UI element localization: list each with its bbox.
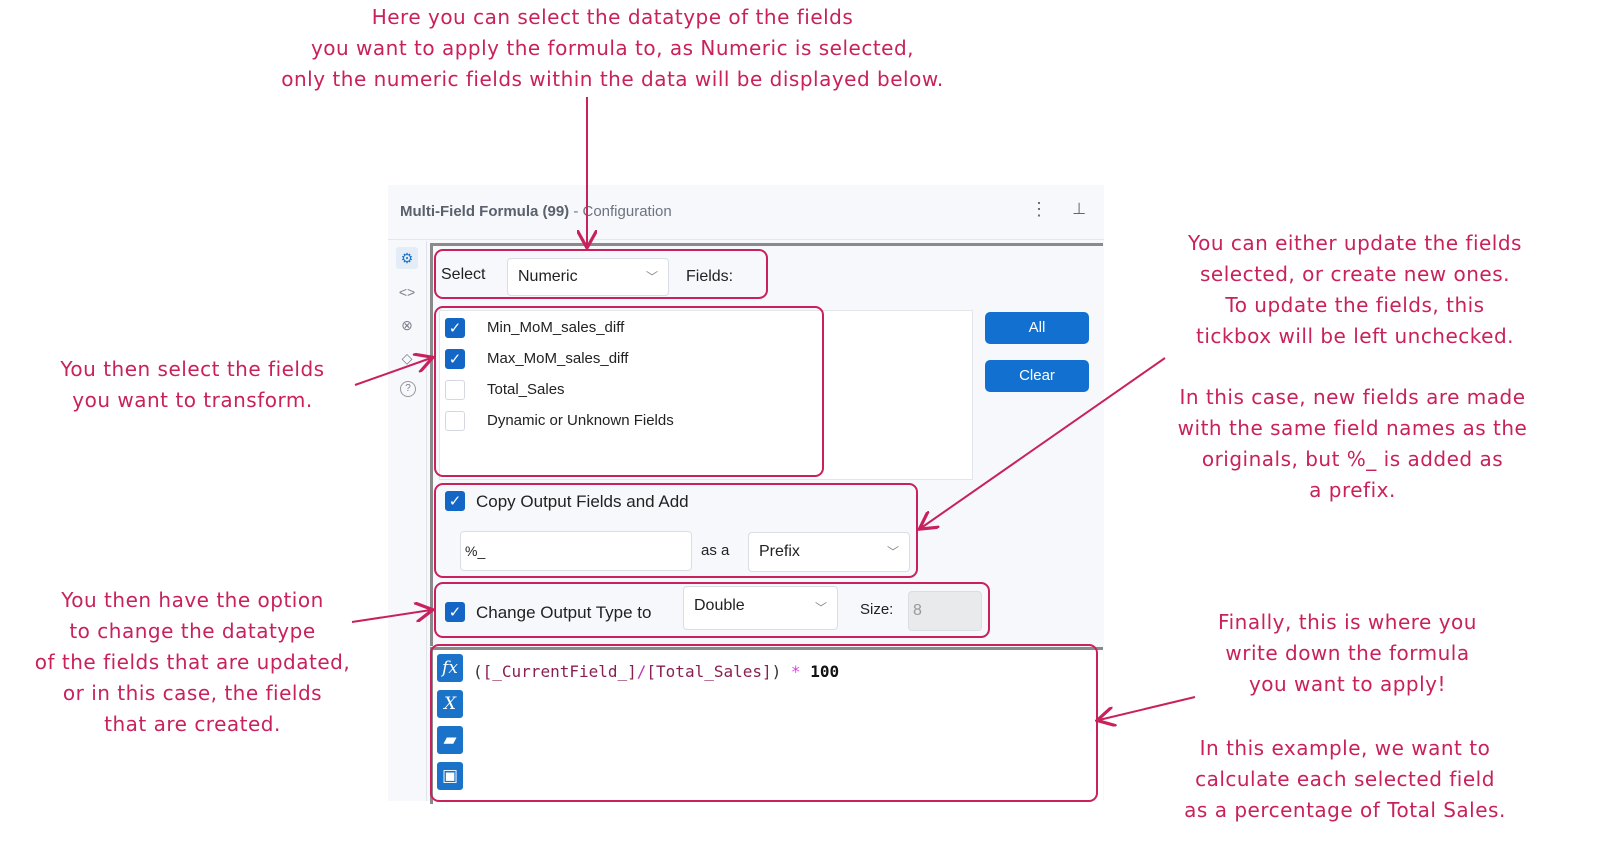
connection-icon[interactable]: ⊗ — [401, 317, 413, 333]
clear-button[interactable]: Clear — [985, 360, 1089, 392]
annotation-formula: Finally, this is where you write down th… — [1218, 610, 1477, 696]
copy-output-label: Copy Output Fields and Add — [476, 492, 689, 511]
change-type-label: Change Output Type to — [476, 603, 652, 622]
field-checkbox-total-sales[interactable] — [445, 380, 465, 400]
fields-list — [439, 310, 973, 480]
field-checkbox-min-mom[interactable]: ✓ — [445, 318, 465, 338]
field-label: Dynamic or Unknown Fields — [487, 412, 674, 429]
arrow-change-type — [351, 610, 431, 623]
as-a-label: as a — [701, 542, 730, 559]
annotation-datatype: Here you can select the datatype of the … — [281, 5, 944, 91]
select-label: Select — [441, 266, 486, 283]
chevron-down-icon: ﹀ — [645, 270, 658, 284]
tag-icon[interactable]: ◇ — [401, 350, 413, 366]
arrow-formula — [1099, 696, 1196, 720]
annotation-change-type: You then have the option to change the d… — [34, 588, 351, 736]
function-icon[interactable]: fx — [437, 654, 463, 682]
config-area: Select Numeric ﹀ Fields: ✓ Min_MoM_sales_… — [430, 243, 1103, 646]
formula-editor[interactable]: fx X ▰ ▣ ([_CurrentField_]/[Total_Sales]… — [430, 647, 1103, 804]
field-checkbox-max-mom[interactable]: ✓ — [445, 349, 465, 369]
chevron-down-icon: ﹀ — [886, 545, 899, 559]
change-type-checkbox[interactable]: ✓ — [445, 602, 465, 622]
output-type-value: Double — [694, 597, 745, 614]
field-checkbox-dynamic[interactable] — [445, 411, 465, 431]
open-icon[interactable]: ▰ — [437, 726, 463, 754]
gear-icon[interactable]: ⚙ — [396, 247, 418, 269]
configuration-panel: Multi-Field Formula (99) - Configuration… — [388, 185, 1104, 804]
annotation-formula-example: In this example, we want to calculate ea… — [1184, 736, 1506, 822]
save-icon[interactable]: ▣ — [437, 762, 463, 790]
arrow-copy-output — [921, 357, 1166, 528]
chevron-down-icon: ﹀ — [814, 601, 827, 615]
panel-header: Multi-Field Formula (99) - Configuration… — [388, 185, 1104, 240]
size-input[interactable]: 8 — [908, 591, 982, 631]
field-label: Max_MoM_sales_diff — [487, 350, 629, 367]
select-all-button[interactable]: All — [985, 312, 1089, 344]
output-type-dropdown[interactable]: Double ﹀ — [683, 586, 838, 630]
fields-label: Fields: — [686, 268, 734, 285]
arrow-select-fields — [354, 358, 431, 386]
field-label: Min_MoM_sales_diff — [487, 319, 625, 336]
annotation-copy-output: You can either update the fields selecte… — [1188, 231, 1522, 348]
help-icon[interactable]: ? — [400, 381, 416, 397]
field-label: Total_Sales — [487, 381, 565, 398]
annotation-select-fields: You then select the fields you want to t… — [60, 357, 325, 412]
panel-title: Multi-Field Formula (99) - Configuration — [400, 203, 672, 220]
affix-position-value: Prefix — [759, 543, 800, 560]
side-toolbar: ⚙ <> ⊗ ◇ ? — [388, 241, 427, 801]
annotation-copy-output-example: In this case, new fields are made with t… — [1177, 385, 1528, 502]
datatype-dropdown[interactable]: Numeric ﹀ — [507, 258, 669, 296]
affix-position-dropdown[interactable]: Prefix ﹀ — [748, 532, 910, 572]
more-menu-icon[interactable]: ⋮ — [1030, 199, 1048, 219]
formula-text[interactable]: ([_CurrentField_]/[Total_Sales]) * 100 — [473, 662, 840, 681]
code-icon[interactable]: <> — [398, 284, 416, 300]
copy-output-checkbox[interactable]: ✓ — [445, 491, 465, 511]
variable-icon[interactable]: X — [437, 690, 463, 718]
size-label: Size: — [860, 601, 894, 618]
datatype-value: Numeric — [518, 268, 578, 285]
pin-icon[interactable]: ⊥ — [1072, 201, 1086, 218]
affix-input[interactable]: %_ — [460, 531, 692, 571]
